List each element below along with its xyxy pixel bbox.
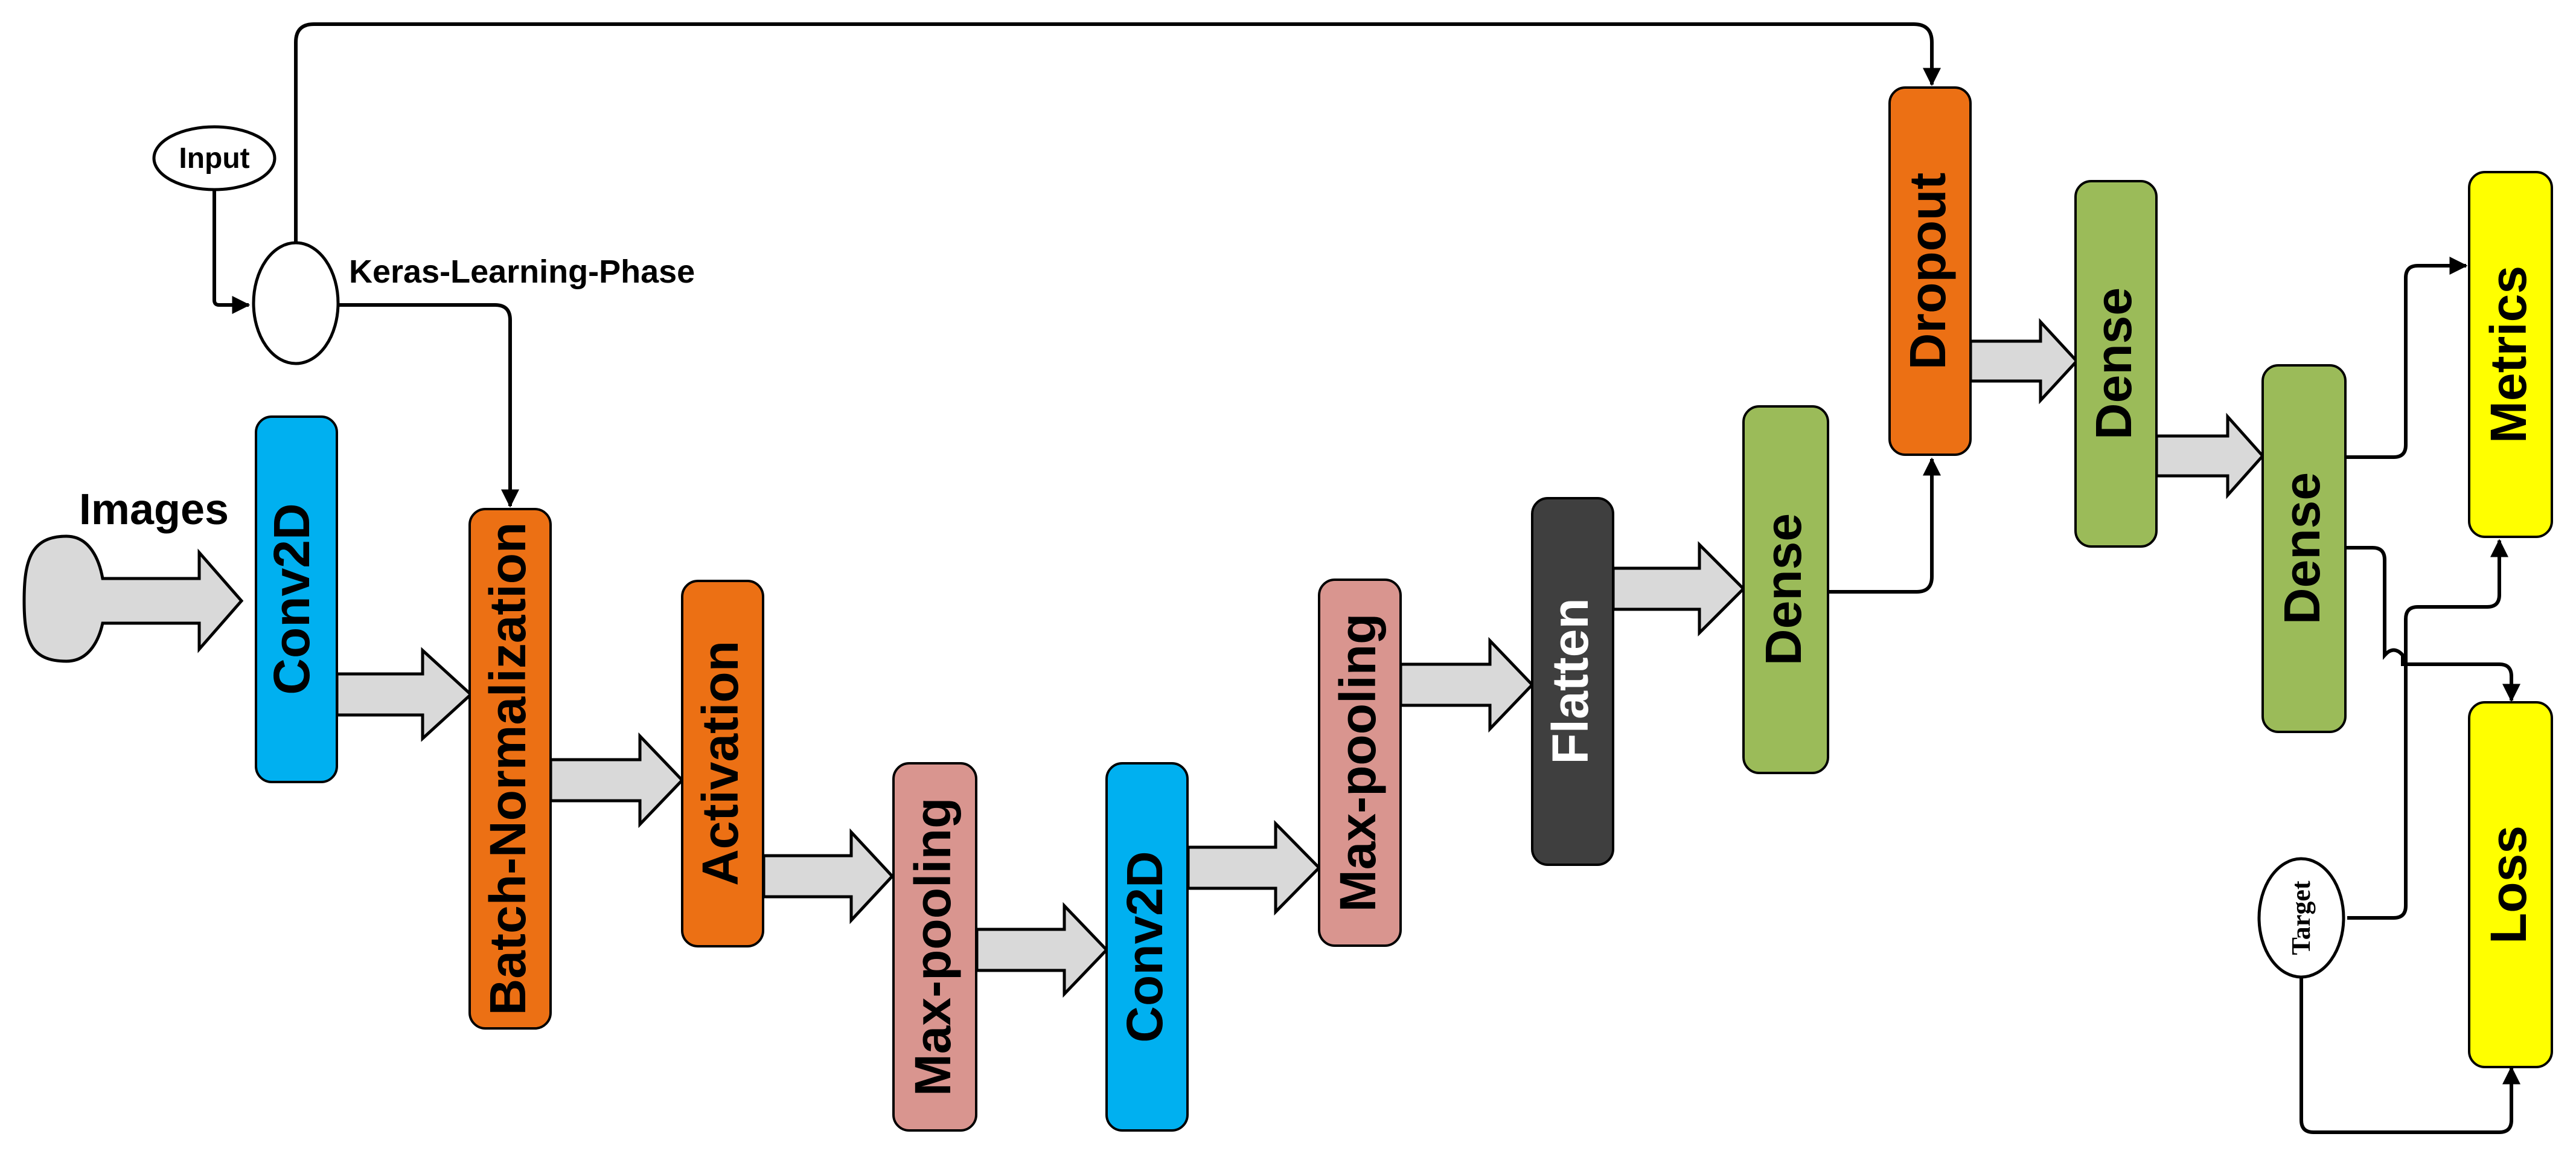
- flow-arrow-batchnorm-to-activation: [549, 732, 685, 829]
- flow-arrow-maxpool2-to-flatten: [1399, 636, 1535, 733]
- flow-arrow-conv2d1-to-batchnorm: [335, 647, 473, 742]
- flow-arrows: [22, 318, 2265, 998]
- layer-blocks: [255, 86, 2553, 1132]
- flatten-label: Flatten: [1542, 598, 1599, 764]
- dense-label-2: Dense: [2085, 287, 2142, 440]
- dense-label-3: Dense: [2274, 472, 2330, 624]
- flow-arrow-dropout-to-dense2: [1969, 318, 2079, 405]
- connector-dense3-to-loss: [2345, 546, 2520, 702]
- flatten-block: [1531, 497, 1614, 866]
- max-pooling-block-2: [1318, 579, 1402, 947]
- loss-label: Loss: [2480, 825, 2537, 944]
- keras-learning-phase-label: Keras-Learning-Phase: [349, 254, 695, 290]
- block-labels: Conv2D Batch-Normalization Activation Ma…: [263, 173, 2537, 1097]
- connector-dense3-to-metrics: [2345, 257, 2468, 459]
- ellipse-nodes: [152, 125, 2345, 979]
- batch-normalization-label: Batch-Normalization: [479, 522, 536, 1016]
- flow-arrow-flatten-to-dense1: [1611, 540, 1746, 637]
- activation-block: [681, 580, 764, 947]
- max-pooling-block-1: [892, 762, 977, 1132]
- dense-label-1: Dense: [1755, 513, 1812, 665]
- max-pooling-label-1: Max-pooling: [904, 798, 961, 1097]
- input-label: Input: [179, 143, 249, 175]
- target-label: Target: [2286, 880, 2316, 955]
- connector-lines: [213, 22, 2520, 1134]
- dense-block-3: [2261, 364, 2347, 733]
- flow-arrow-activation-to-maxpool1: [762, 828, 895, 925]
- dropout-block: [1888, 86, 1972, 456]
- connector-input-to-learning-phase: [213, 188, 251, 314]
- connector-learning-phase-to-batchnorm: [338, 303, 519, 508]
- connector-learning-phase-to-dropout: [294, 22, 1941, 242]
- dense-block-1: [1742, 405, 1829, 774]
- max-pooling-label-2: Max-pooling: [1329, 614, 1386, 912]
- connector-target-to-metrics: [2347, 539, 2508, 920]
- batch-normalization-block: [468, 508, 552, 1030]
- dropout-label: Dropout: [1899, 173, 1956, 370]
- flow-arrow-maxpool1-to-conv2d2: [975, 902, 1109, 998]
- conv2d-label-2: Conv2D: [1116, 851, 1173, 1042]
- metrics-block: [2468, 171, 2553, 538]
- loss-block: [2468, 701, 2553, 1068]
- connector-target-to-loss: [2300, 969, 2520, 1134]
- metrics-label: Metrics: [2480, 266, 2537, 443]
- input-node: [152, 125, 276, 191]
- flow-arrow-dense2-to-dense3: [2155, 412, 2265, 499]
- conv2d-block-1: [255, 415, 338, 783]
- target-node: [2257, 857, 2345, 979]
- images-input-arrow: [22, 534, 244, 663]
- activation-label: Activation: [692, 641, 749, 886]
- conv2d-label-1: Conv2D: [263, 503, 320, 694]
- connector-dense1-to-dropout: [1828, 457, 1941, 594]
- conv2d-block-2: [1105, 762, 1189, 1132]
- keras-learning-phase-node: [252, 241, 340, 365]
- flow-arrow-conv2d2-to-maxpool2: [1186, 819, 1322, 916]
- dense-block-2: [2074, 180, 2158, 548]
- images-label: Images: [79, 486, 229, 534]
